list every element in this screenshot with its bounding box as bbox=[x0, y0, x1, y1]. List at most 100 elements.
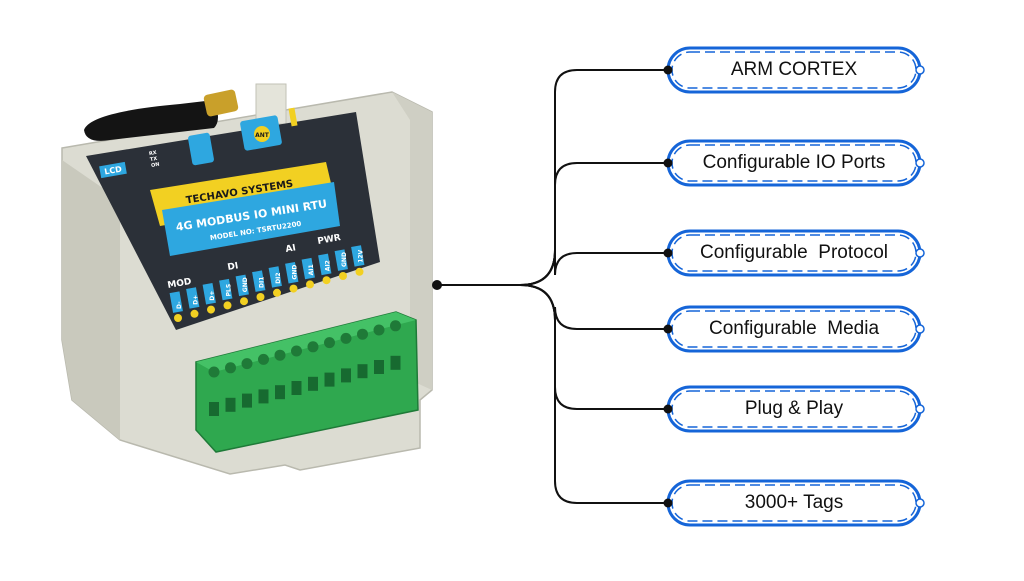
terminal-screw bbox=[373, 324, 385, 336]
ant-label: ANT bbox=[255, 132, 270, 139]
terminal-screw bbox=[390, 320, 401, 332]
feature-label: Configurable Protocol bbox=[700, 242, 888, 263]
terminal-label: AI1 bbox=[308, 264, 315, 275]
terminal-dot bbox=[322, 276, 331, 285]
terminal-label-badge bbox=[351, 245, 365, 267]
pill-left-dot bbox=[663, 324, 673, 334]
terminal-label-badge bbox=[169, 291, 183, 313]
terminal-socket bbox=[242, 393, 252, 408]
pill-right-dot bbox=[915, 498, 925, 508]
pill-left-dot bbox=[663, 404, 673, 414]
terminal-block-top bbox=[196, 312, 416, 372]
terminal-label: DI1 bbox=[259, 277, 266, 288]
feature-label: Configurable IO Ports bbox=[702, 152, 886, 173]
terminal-screw bbox=[324, 337, 335, 349]
terminal-label-badge bbox=[268, 266, 282, 288]
terminal-label-badge bbox=[301, 257, 315, 280]
terminal-screw bbox=[258, 353, 269, 365]
terminal-dot bbox=[339, 272, 347, 280]
ant-badge-ring bbox=[254, 126, 270, 142]
terminal-socket bbox=[357, 364, 368, 379]
feature-label: 3000+ Tags bbox=[744, 492, 844, 513]
terminal-label: 12V bbox=[358, 249, 365, 262]
pill-left-dot bbox=[663, 158, 673, 168]
connector-line bbox=[437, 284, 668, 504]
terminal-screw bbox=[241, 358, 253, 370]
terminal-label-badge bbox=[235, 274, 249, 297]
terminal-dot bbox=[207, 305, 215, 314]
pill-left-dot bbox=[663, 498, 673, 508]
terminal-socket bbox=[308, 376, 318, 391]
feature-pill bbox=[663, 305, 925, 353]
group-label-di: DI bbox=[227, 261, 239, 273]
enclosure-side bbox=[62, 160, 120, 440]
rtu-device-illustration: ANT LCD RX TX ON TECHAVO SYSTEMS 4G MODB… bbox=[61, 83, 433, 475]
terminal-socket bbox=[275, 385, 285, 400]
sim-slot bbox=[188, 132, 214, 166]
terminal-screw bbox=[307, 341, 319, 353]
pill-left-dot bbox=[663, 248, 673, 258]
group-label-ai: AI bbox=[285, 243, 297, 255]
terminal-label: PLS bbox=[226, 284, 233, 297]
terminal-socket bbox=[324, 372, 335, 387]
pill-left-dot bbox=[663, 65, 673, 75]
terminal-dot bbox=[306, 280, 314, 289]
terminal-label-badge bbox=[334, 249, 348, 271]
feature-label: ARM CORTEX bbox=[730, 59, 858, 80]
terminal-label-badge bbox=[285, 262, 299, 284]
lcd-label: LCD bbox=[104, 164, 123, 176]
terminal-screws bbox=[208, 320, 401, 416]
terminal-screw bbox=[208, 366, 220, 378]
feature-pills bbox=[663, 46, 925, 527]
terminal-socket bbox=[209, 402, 219, 416]
led-label: RX bbox=[149, 150, 158, 157]
terminal-label-badge bbox=[202, 283, 216, 305]
terminal-screw bbox=[274, 349, 286, 361]
feature-pill bbox=[663, 385, 925, 433]
pill-right-dot bbox=[915, 248, 925, 258]
terminal-socket bbox=[258, 389, 269, 404]
terminal-dot bbox=[289, 284, 298, 293]
terminal-label: D+ bbox=[193, 295, 200, 305]
feature-label: Configurable Media bbox=[708, 318, 880, 339]
terminal-socket bbox=[291, 381, 302, 395]
connector-lines bbox=[437, 69, 668, 504]
terminal-label-badge bbox=[186, 287, 200, 309]
feature-pill bbox=[663, 229, 925, 277]
terminal-socket bbox=[374, 360, 384, 374]
feature-pill bbox=[663, 139, 925, 187]
terminal-dot bbox=[190, 309, 199, 318]
hub-dot bbox=[432, 280, 442, 290]
led-indicators: RX TX ON bbox=[149, 150, 160, 169]
pill-right-dot bbox=[915, 324, 925, 334]
antenna bbox=[84, 100, 218, 141]
terminal-socket bbox=[225, 397, 236, 412]
connector-line bbox=[437, 249, 668, 286]
terminal-label-badge bbox=[252, 270, 266, 292]
terminal-screw bbox=[225, 362, 236, 374]
terminal-group-labels: MOD DI AI PWR bbox=[167, 233, 342, 291]
terminal-label: GND bbox=[341, 252, 348, 267]
group-label-pwr: PWR bbox=[317, 233, 342, 247]
led-label: ON bbox=[151, 162, 160, 169]
lcd-badge bbox=[99, 161, 127, 179]
antenna-connector bbox=[203, 89, 239, 117]
terminal-dot bbox=[223, 301, 232, 310]
pill-right-dot bbox=[915, 65, 925, 75]
terminal-label-badge bbox=[219, 278, 233, 301]
terminal-label-badge bbox=[318, 253, 332, 276]
status-led bbox=[288, 107, 298, 127]
feature-label: Plug & Play bbox=[744, 398, 844, 419]
pill-right-dot bbox=[915, 404, 925, 414]
terminal-label: D+ bbox=[209, 291, 216, 301]
terminal-label: AI2 bbox=[325, 260, 332, 271]
pill-right-dot bbox=[915, 158, 925, 168]
feature-pill bbox=[663, 479, 925, 527]
group-label-mod: MOD bbox=[167, 277, 192, 291]
product-band bbox=[162, 182, 340, 256]
terminal-screw bbox=[340, 332, 352, 344]
terminal-socket bbox=[390, 355, 401, 370]
enclosure-right-rib bbox=[392, 92, 432, 390]
terminal-dot bbox=[256, 293, 265, 301]
